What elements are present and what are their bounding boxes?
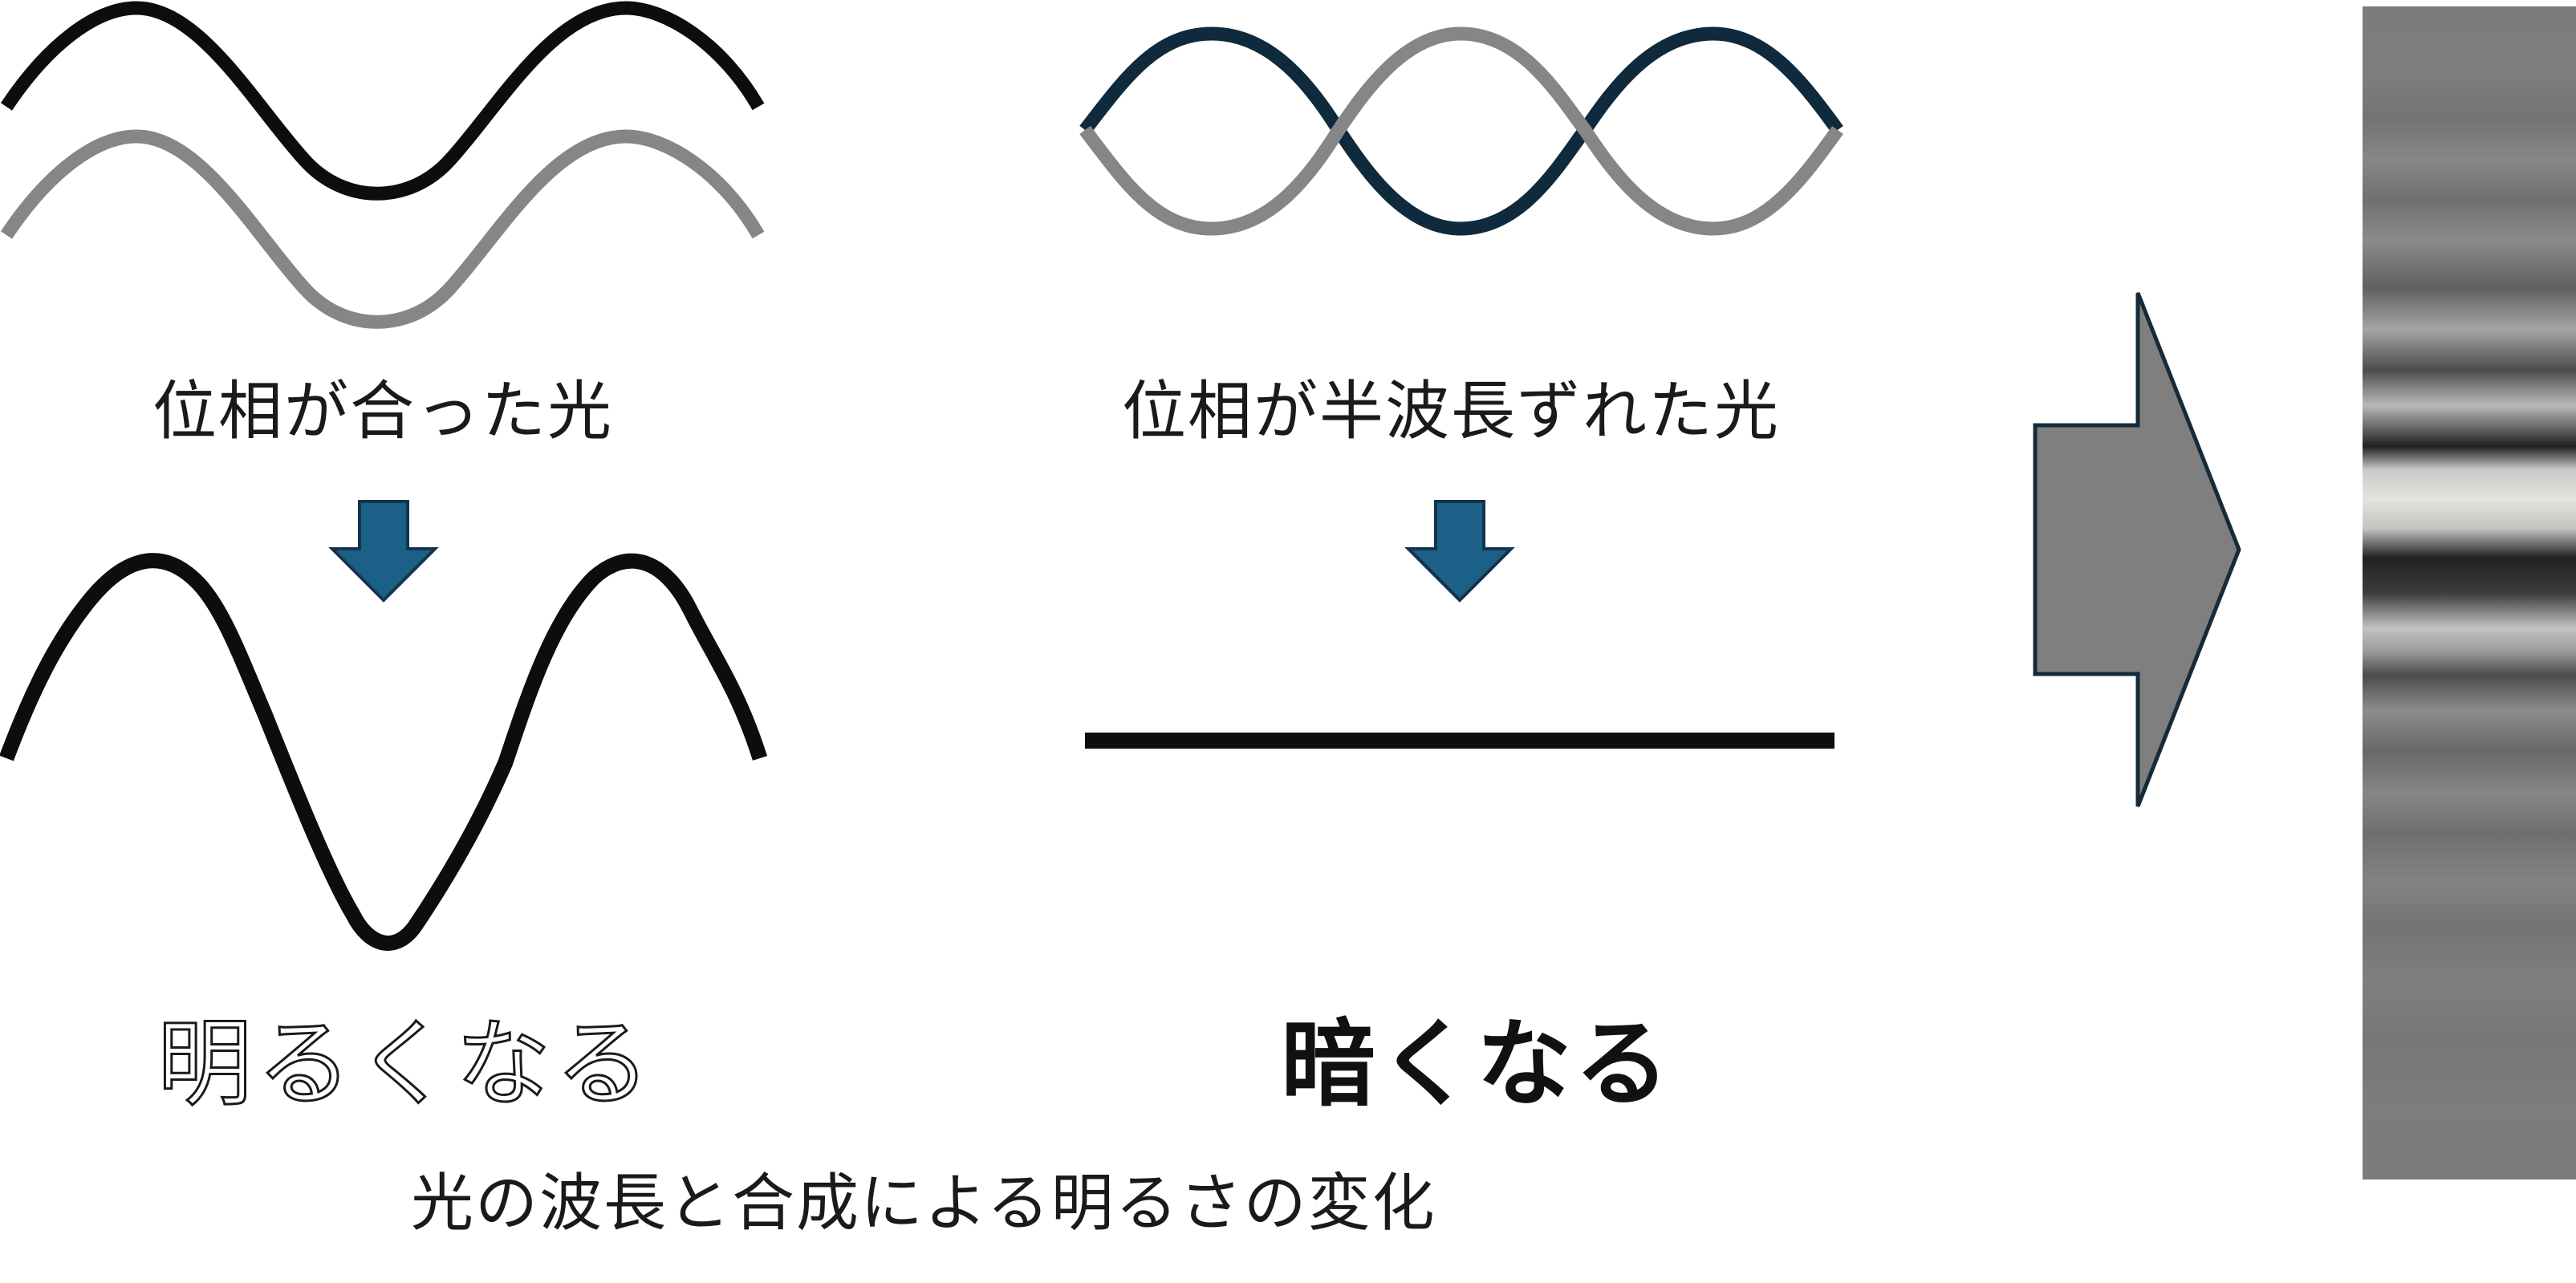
down-arrow-icon bbox=[328, 500, 439, 603]
brighter-label: 明るくなる bbox=[156, 1008, 656, 1121]
diagram-caption: 光の波長と合成による明るさの変化 bbox=[411, 1167, 1436, 1240]
half-shift-wave-navy bbox=[1079, 26, 1843, 236]
half-shift-label: 位相が半波長ずれた光 bbox=[1122, 374, 1780, 449]
in-phase-wave-black bbox=[0, 1, 765, 201]
half-shift-wave-gray bbox=[1079, 26, 1843, 236]
constructive-result-wave bbox=[0, 553, 768, 951]
in-phase-label: 位相が合った光 bbox=[152, 374, 613, 449]
down-arrow-icon bbox=[1404, 500, 1515, 603]
in-phase-wave-gray bbox=[0, 129, 765, 329]
darker-label: 暗くなる bbox=[1281, 1009, 1673, 1119]
right-arrow-icon bbox=[2033, 292, 2241, 807]
interference-fringe-image bbox=[2363, 6, 2576, 1179]
